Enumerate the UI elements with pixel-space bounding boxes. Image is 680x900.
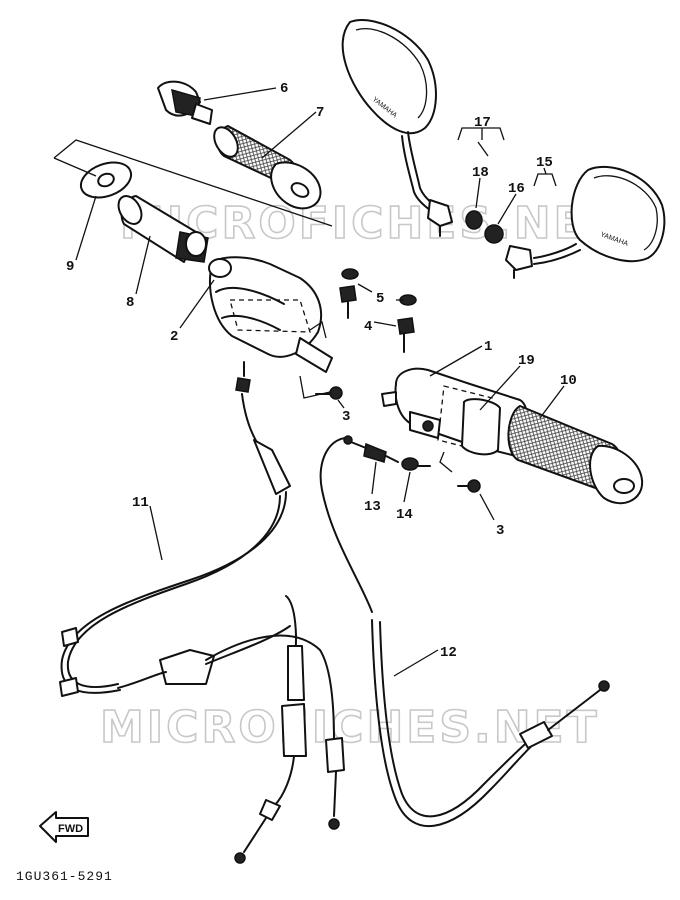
- label-part-5: 5: [376, 291, 384, 307]
- screw-3-left: [315, 386, 343, 400]
- label-part-6: 6: [280, 81, 288, 97]
- throttle-tube: [117, 195, 209, 263]
- cable-adjuster: [345, 439, 431, 471]
- mirror-left: YAMAHA: [341, 19, 453, 237]
- diagram-code: 1GU361-5291: [16, 869, 113, 884]
- throttle-housing: [208, 256, 333, 399]
- label-part-19: 19: [518, 353, 535, 369]
- label-part-3-right: 3: [496, 523, 504, 539]
- label-part-4: 4: [364, 319, 372, 335]
- label-part-14: 14: [396, 507, 413, 523]
- label-part-1: 1: [484, 339, 492, 355]
- label-part-18: 18: [472, 165, 489, 181]
- throttle-cable: [59, 361, 345, 864]
- label-part-8: 8: [126, 295, 134, 311]
- label-part-3-left: 3: [342, 409, 350, 425]
- watermark-bottom: MICROFICHES.NET: [100, 702, 600, 753]
- label-part-7: 7: [316, 105, 324, 121]
- mirror-nut-18: [465, 210, 483, 230]
- label-part-13: 13: [364, 499, 381, 515]
- label-part-10: 10: [560, 373, 577, 389]
- label-part-17: 17: [474, 115, 491, 131]
- bar-end-weight: [157, 80, 213, 125]
- mirror-nut-16: [484, 224, 504, 244]
- part-labels: 1 2 3 3 4 5 6 7 8 9 10 11 12 13 14 15 16…: [66, 81, 577, 661]
- label-part-16: 16: [508, 181, 525, 197]
- label-part-15: 15: [536, 155, 553, 171]
- caps-and-screws: [339, 268, 417, 353]
- fwd-label: FWD: [58, 823, 83, 835]
- left-grip: [213, 124, 322, 210]
- label-part-9: 9: [66, 259, 74, 275]
- right-switch-and-grip: [381, 367, 644, 505]
- label-part-11: 11: [132, 495, 149, 511]
- clutch-cable: [319, 435, 610, 828]
- fwd-arrow: FWD: [39, 811, 89, 843]
- label-part-12: 12: [440, 645, 457, 661]
- washer: [79, 161, 133, 199]
- leader-lines: [75, 87, 565, 677]
- screw-3-right: [457, 479, 481, 493]
- mirror-right: YAMAHA: [505, 165, 666, 279]
- label-part-2: 2: [170, 329, 178, 345]
